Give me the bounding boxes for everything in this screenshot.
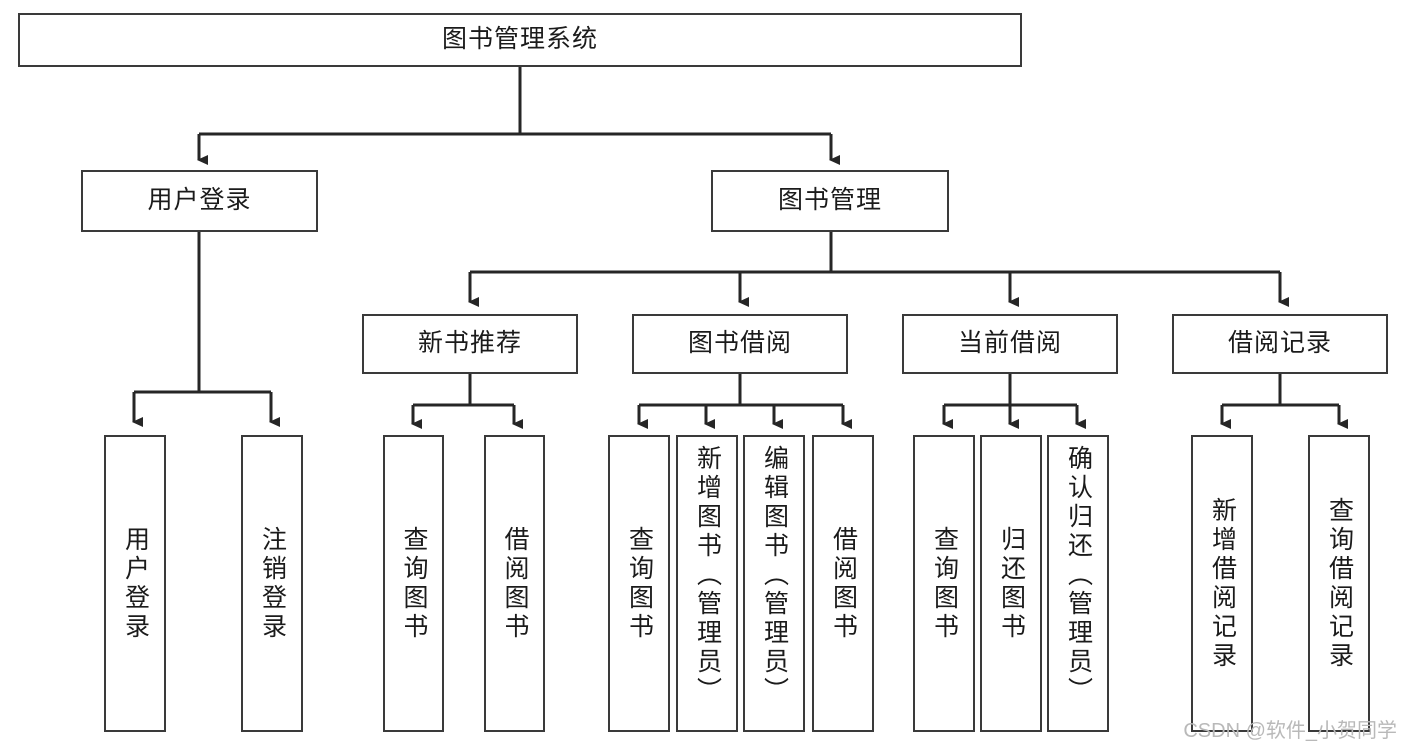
leaf-borrow-query-book[interactable]: 查询图书 — [608, 435, 670, 732]
node-book-management-label: 图书管理 — [777, 186, 882, 215]
leaf-borrow-add-book[interactable]: 新增图书（管理员） — [676, 435, 738, 732]
leaf-record-add-record[interactable]: 新增借阅记录 — [1191, 435, 1253, 732]
leaf-current-return-book-label: 归还图书 — [997, 525, 1026, 642]
leaf-user-login-logout[interactable]: 注销登录 — [241, 435, 303, 732]
node-user-login[interactable]: 用户登录 — [81, 170, 318, 232]
leaf-user-login-logout-label: 注销登录 — [258, 525, 287, 642]
leaf-borrow-edit-book-label: 编辑图书（管理员） — [760, 445, 789, 706]
node-current-borrow-label: 当前借阅 — [957, 329, 1062, 358]
leaf-record-query-record[interactable]: 查询借阅记录 — [1308, 435, 1370, 732]
leaf-current-return-book[interactable]: 归还图书 — [980, 435, 1042, 732]
leaf-borrow-borrow-book[interactable]: 借阅图书 — [812, 435, 874, 732]
leaf-current-query-book-label: 查询图书 — [930, 525, 959, 642]
node-current-borrow[interactable]: 当前借阅 — [902, 314, 1118, 374]
node-borrow-record-label: 借阅记录 — [1227, 329, 1332, 358]
leaf-recommend-query-book[interactable]: 查询图书 — [383, 435, 444, 732]
leaf-recommend-borrow-book[interactable]: 借阅图书 — [484, 435, 545, 732]
node-root-label: 图书管理系统 — [441, 25, 598, 54]
leaf-current-confirm-return-label: 确认归还（管理员） — [1064, 445, 1093, 706]
node-user-login-label: 用户登录 — [147, 186, 252, 215]
leaf-user-login-login-label: 用户登录 — [121, 525, 150, 642]
leaf-recommend-borrow-book-label: 借阅图书 — [501, 525, 529, 642]
node-root[interactable]: 图书管理系统 — [18, 13, 1022, 67]
leaf-current-confirm-return[interactable]: 确认归还（管理员） — [1047, 435, 1109, 732]
leaf-user-login-login[interactable]: 用户登录 — [104, 435, 166, 732]
node-book-borrow-label: 图书借阅 — [687, 329, 792, 358]
leaf-borrow-borrow-book-label: 借阅图书 — [829, 525, 858, 642]
node-book-borrow[interactable]: 图书借阅 — [632, 314, 848, 374]
leaf-current-query-book[interactable]: 查询图书 — [913, 435, 975, 732]
node-new-book-recommend-label: 新书推荐 — [417, 329, 522, 358]
node-new-book-recommend[interactable]: 新书推荐 — [362, 314, 578, 374]
leaf-borrow-query-book-label: 查询图书 — [625, 525, 654, 642]
leaf-borrow-edit-book[interactable]: 编辑图书（管理员） — [743, 435, 805, 732]
node-book-management[interactable]: 图书管理 — [711, 170, 949, 232]
leaf-record-query-record-label: 查询借阅记录 — [1325, 496, 1354, 671]
leaf-recommend-query-book-label: 查询图书 — [400, 525, 428, 642]
leaf-borrow-add-book-label: 新增图书（管理员） — [693, 445, 722, 706]
leaf-record-add-record-label: 新增借阅记录 — [1208, 496, 1237, 671]
node-borrow-record[interactable]: 借阅记录 — [1172, 314, 1388, 374]
